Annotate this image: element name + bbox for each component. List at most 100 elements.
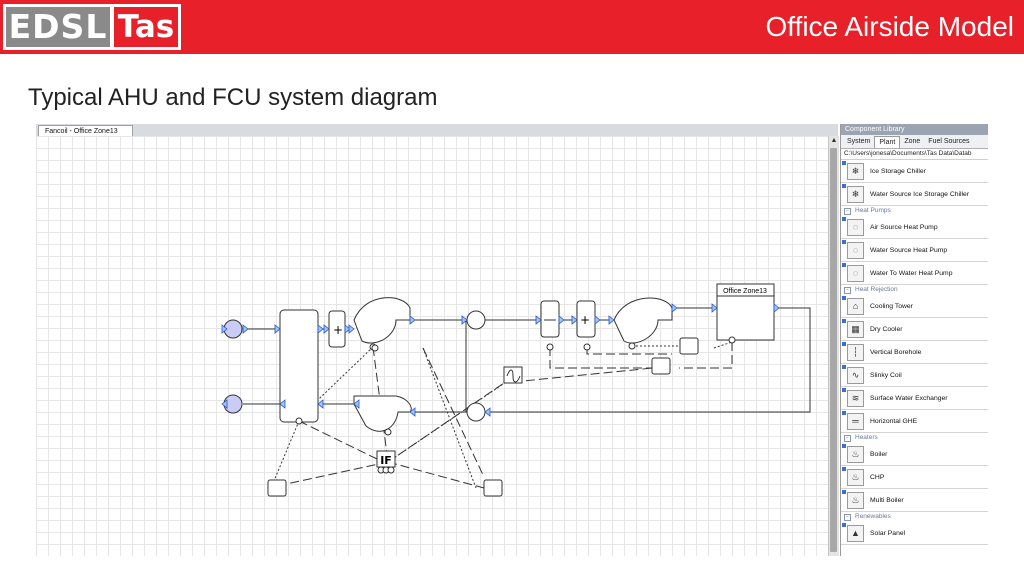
library-item-label: Surface Water Exchanger <box>870 394 948 402</box>
library-item-horizontal-ghe[interactable]: ═Horizontal GHE <box>841 410 988 433</box>
library-group-heat-rejection[interactable]: −Heat Rejection <box>841 285 988 295</box>
item-marker-icon <box>842 490 846 494</box>
library-item-dry-cooler[interactable]: ▦ Dry Cooler <box>841 318 988 341</box>
item-marker-icon <box>842 161 846 165</box>
water-to-water-heat-pump-icon: ◌ <box>847 264 864 282</box>
water-source-heat-pump-icon: ◌ <box>847 241 864 259</box>
library-component-list: ❄ Ice Storage Chiller ❄ Water Source Ice St… <box>841 160 988 545</box>
library-group-heaters[interactable]: −Heaters <box>841 433 988 443</box>
fcu-junction-out[interactable] <box>466 402 486 422</box>
library-group-label: Heat Rejection <box>855 286 898 293</box>
item-marker-icon <box>842 388 846 392</box>
tab-plant[interactable]: Plant <box>874 136 901 148</box>
collapse-icon[interactable]: − <box>844 434 851 442</box>
boiler-icon: ♨ <box>847 445 864 463</box>
horizontal-ghe-icon: ═ <box>847 412 864 430</box>
component-library-panel: Component Library System Plant Zone Fuel… <box>840 124 988 556</box>
library-group-heat-pumps[interactable]: −Heat Pumps <box>841 206 988 216</box>
library-item-water-to-water-heat-pump[interactable]: ◌ Water To Water Heat Pump <box>841 262 988 285</box>
library-item-multi-boiler[interactable]: ♨Multi Boiler <box>841 489 988 512</box>
library-path: C:\Users\jonesa\Documents\Tas Data\Datab <box>841 149 988 160</box>
water-source-ice-storage-chiller-icon: ❄ <box>847 185 864 203</box>
tab-fuel-sources[interactable]: Fuel Sources <box>928 138 970 145</box>
library-item-chp[interactable]: ♨CHP <box>841 466 988 489</box>
document-tab[interactable]: Fancoil - Office Zone13 <box>38 125 133 137</box>
header-bar: EDSL Tas Office Airside Model <box>0 0 1024 54</box>
fcu-cooling-coil[interactable] <box>540 300 560 338</box>
item-marker-icon <box>842 467 846 471</box>
edsl-tas-logo: EDSL Tas <box>3 4 181 50</box>
library-item-water-source-ice-storage-chiller[interactable]: ❄ Water Source Ice Storage Chiller <box>841 183 988 206</box>
tab-system[interactable]: System <box>847 138 871 145</box>
cooling-tower-icon: ⌂ <box>847 297 864 315</box>
supply-fan[interactable] <box>353 297 411 344</box>
system-diagram-canvas[interactable]: + + Office Zone13 <box>36 136 828 556</box>
library-item-label: Air Source Heat Pump <box>870 223 938 231</box>
ice-storage-chiller-icon: ❄ <box>847 162 864 180</box>
library-item-vertical-borehole[interactable]: ┆Vertical Borehole <box>841 341 988 364</box>
controller-right[interactable] <box>483 479 503 497</box>
air-source-heat-pump-icon: ◌ <box>847 218 864 236</box>
library-item-label: Vertical Borehole <box>870 348 922 356</box>
item-marker-icon <box>842 184 846 188</box>
item-marker-icon <box>842 296 846 300</box>
system-diagram: + + Office Zone13 <box>221 283 811 497</box>
collapse-icon[interactable]: − <box>844 207 851 215</box>
library-item-boiler[interactable]: ♨ Boiler <box>841 443 988 466</box>
solar-panel-icon: ▲ <box>847 524 864 542</box>
library-group-label: Renewables <box>855 513 891 520</box>
library-item-label: Multi Boiler <box>870 496 904 504</box>
tas-screenshot: Fancoil - Office Zone13 <box>36 124 988 556</box>
library-group-renewables[interactable]: −Renewables <box>841 512 988 522</box>
svg-text:+: + <box>580 313 590 327</box>
library-item-label: Slinky Coil <box>870 371 902 379</box>
office-zone-node[interactable] <box>716 283 775 341</box>
library-item-label: Water Source Ice Storage Chiller <box>870 190 970 198</box>
scrollbar-thumb[interactable] <box>830 148 837 552</box>
fcu-controller-b[interactable] <box>651 357 671 375</box>
library-item-surface-water-exchanger[interactable]: ≋ Surface Water Exchanger <box>841 387 988 410</box>
item-marker-icon <box>842 217 846 221</box>
library-item-slinky-coil[interactable]: ∿ Slinky Coil <box>841 364 988 387</box>
canvas-vertical-scrollbar[interactable]: ▲ <box>828 136 839 556</box>
item-marker-icon <box>842 319 846 323</box>
library-item-label: Boiler <box>870 450 888 458</box>
scroll-up-arrow-icon[interactable]: ▲ <box>830 137 838 144</box>
dry-cooler-icon: ▦ <box>847 320 864 338</box>
collapse-icon[interactable]: − <box>844 513 851 521</box>
extract-fan[interactable] <box>353 395 412 432</box>
item-marker-icon <box>842 523 846 527</box>
slide-title: Office Airside Model <box>765 11 1015 42</box>
library-item-label: Solar Panel <box>870 529 906 537</box>
fcu-controller-a[interactable] <box>679 337 699 355</box>
item-marker-icon <box>842 342 846 346</box>
ahu-heat-recovery-unit[interactable] <box>279 309 319 423</box>
controller-label: IF <box>380 454 392 467</box>
logo-tas-text: Tas <box>114 7 178 47</box>
fcu-fan[interactable] <box>613 297 673 344</box>
library-item-solar-panel[interactable]: ▲ Solar Panel <box>841 522 988 545</box>
surface-water-exchanger-icon: ≋ <box>847 389 864 407</box>
library-item-label: Ice Storage Chiller <box>870 167 926 175</box>
library-tabs: System Plant Zone Fuel Sources <box>841 135 988 149</box>
component-library-title: Component Library <box>841 124 988 135</box>
library-item-cooling-tower[interactable]: ⌂ Cooling Tower <box>841 295 988 318</box>
slinky-coil-icon: ∿ <box>847 366 864 384</box>
collapse-icon[interactable]: − <box>844 286 851 294</box>
item-marker-icon <box>842 365 846 369</box>
fcu-junction-in[interactable] <box>466 310 486 330</box>
library-item-ice-storage-chiller[interactable]: ❄ Ice Storage Chiller <box>841 160 988 183</box>
chp-icon: ♨ <box>847 468 864 486</box>
document-tabstrip: Fancoil - Office Zone13 <box>36 124 838 137</box>
item-marker-icon <box>842 240 846 244</box>
library-item-label: Water To Water Heat Pump <box>870 269 953 277</box>
library-item-water-source-heat-pump[interactable]: ◌Water Source Heat Pump <box>841 239 988 262</box>
library-item-label: Dry Cooler <box>870 325 903 333</box>
tab-zone[interactable]: Zone <box>904 138 921 145</box>
library-item-label: Cooling Tower <box>870 302 913 310</box>
item-marker-icon <box>842 263 846 267</box>
library-item-air-source-heat-pump[interactable]: ◌ Air Source Heat Pump <box>841 216 988 239</box>
controller-left[interactable] <box>267 479 287 497</box>
library-group-label: Heaters <box>855 434 878 441</box>
diagram-components: + + Office Zone13 <box>223 283 775 497</box>
